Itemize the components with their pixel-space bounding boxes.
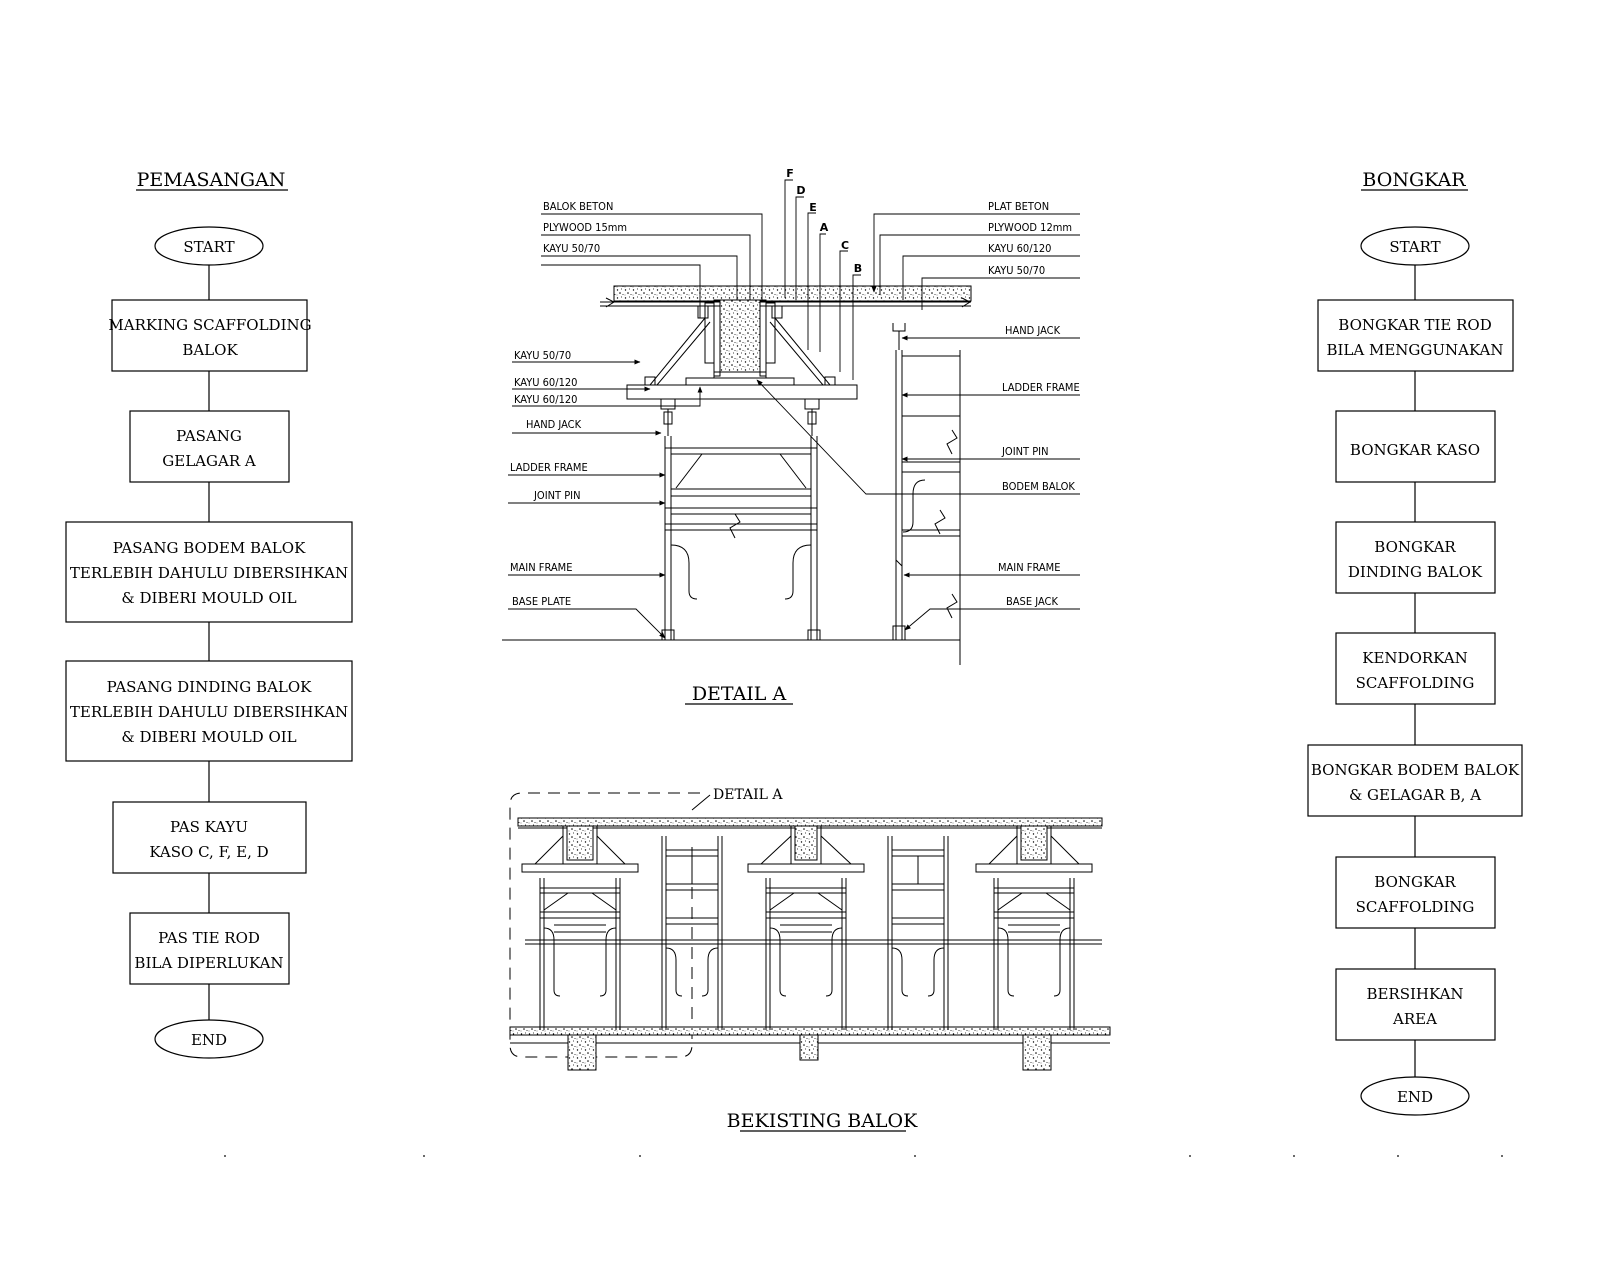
detail-a-section: F D E A C B BALOK BETON PLYWOOD 15mm KAY… [502, 167, 1080, 705]
label-hand-jack-right: HAND JACK [1005, 324, 1061, 337]
detail-a-callout: DETAIL A [713, 787, 783, 803]
concrete-beam [719, 299, 761, 373]
callout-letter-c: C [841, 239, 849, 252]
left-step-6 [129, 912, 290, 985]
right-step-3-line-2: DINDING BALOK [1348, 563, 1483, 581]
bekisting-ground [509, 1026, 1111, 1036]
installation-title: PEMASANGAN [137, 169, 286, 191]
label-kayu-60-120-b: KAYU 60/120 [514, 393, 577, 406]
left-step-2-line-2: GELAGAR A [162, 452, 256, 470]
right-end-terminal [1360, 1076, 1470, 1116]
detail-a-boundary [509, 792, 700, 1058]
label-main-frame-left: MAIN FRAME [510, 561, 572, 574]
callout-letter-a: A [820, 221, 829, 234]
beam-formwork-unit-2 [747, 825, 865, 1030]
left-step-5-line-1: PAS KAYU [170, 818, 248, 836]
bekisting-title: BEKISTING BALOK [727, 1110, 918, 1132]
left-step-3-line-2: TERLEBIH DAHULU DIBERSIHKAN [70, 564, 348, 582]
label-kayu-50-70-right: KAYU 50/70 [988, 264, 1045, 277]
left-step-4-line-1: PASANG DINDING BALOK [107, 678, 313, 696]
right-step-1 [1317, 299, 1514, 372]
left-step-2-line-1: PASANG [176, 427, 242, 445]
right-step-4-line-1: KENDORKAN [1362, 649, 1467, 667]
left-step-1 [111, 299, 308, 372]
right-step-6-line-1: BONGKAR [1374, 873, 1456, 891]
right-step-1-line-1: BONGKAR TIE ROD [1338, 316, 1491, 334]
dismantling-title: BONGKAR [1362, 169, 1466, 191]
callout-letter-b: B [854, 262, 862, 275]
hand-jack-right [804, 399, 820, 436]
callout-letter-e: E [809, 201, 817, 214]
label-kayu-60-120-right: KAYU 60/120 [988, 242, 1051, 255]
right-step-4 [1335, 632, 1496, 705]
left-step-3-line-1: PASANG BODEM BALOK [113, 539, 306, 557]
label-hand-jack-left: HAND JACK [526, 418, 582, 431]
detail-a-title: DETAIL A [692, 683, 787, 705]
label-plywood-12mm: PLYWOOD 12mm [988, 221, 1072, 234]
installation-flowchart: PEMASANGAN START MARKING SCAFFOLDING BAL… [65, 169, 353, 1059]
hand-jack-left [660, 399, 676, 436]
left-end-label: END [191, 1031, 227, 1049]
callout-letter-d: D [796, 184, 805, 197]
left-step-5 [112, 801, 307, 874]
left-step-1-line-1: MARKING SCAFFOLDING [108, 316, 311, 334]
right-step-2-line-1: BONGKAR KASO [1350, 441, 1480, 459]
right-step-5-line-1: BONGKAR BODEM BALOK [1311, 761, 1520, 779]
label-plat-beton: PLAT BETON [988, 200, 1049, 213]
label-base-jack: BASE JACK [1006, 595, 1058, 608]
right-step-3 [1335, 521, 1496, 594]
left-step-4-line-3: & DIBERI MOULD OIL [121, 728, 296, 746]
right-step-4-line-2: SCAFFOLDING [1356, 674, 1475, 692]
label-main-frame-right: MAIN FRAME [998, 561, 1060, 574]
label-kayu-50-70-top: KAYU 50/70 [543, 242, 600, 255]
left-step-5-line-2: KASO C, F, E, D [149, 843, 268, 861]
left-step-4-line-2: TERLEBIH DAHULU DIBERSIHKAN [70, 703, 348, 721]
label-joint-pin-right: JOINT PIN [1001, 445, 1049, 458]
right-step-7-line-2: AREA [1392, 1010, 1437, 1028]
right-start-label: START [1389, 238, 1440, 256]
left-step-1-line-2: BALOK [182, 341, 238, 359]
right-step-5-line-2: & GELAGAR B, A [1349, 786, 1481, 804]
label-base-plate: BASE PLATE [512, 595, 571, 608]
ledger-timber [626, 384, 858, 400]
label-bodem-balok: BODEM BALOK [1002, 480, 1075, 493]
label-joint-pin-left: JOINT PIN [533, 489, 581, 502]
label-kayu-60-120-a: KAYU 60/120 [514, 376, 577, 389]
label-plywood-15mm: PLYWOOD 15mm [543, 221, 627, 234]
right-step-3-line-1: BONGKAR [1374, 538, 1456, 556]
bekisting-balok-section: DETAIL A [509, 787, 1111, 1071]
beam-formwork-unit-1 [521, 825, 639, 1030]
label-ladder-frame-left: LADDER FRAME [510, 461, 588, 474]
right-step-7-line-1: BERSIHKAN [1366, 985, 1463, 1003]
callout-letter-f: F [786, 167, 794, 180]
dismantling-flowchart: BONGKAR START BONGKAR TIE ROD BILA MENGG… [1307, 169, 1523, 1116]
beam-formwork-unit-3 [975, 825, 1093, 1030]
ladder-frame-left-tower [661, 436, 821, 641]
label-ladder-frame-right: LADDER FRAME [1002, 381, 1080, 394]
scaffold-tower-2 [887, 836, 949, 1030]
right-step-7 [1335, 968, 1496, 1041]
left-step-3-line-3: & DIBERI MOULD OIL [121, 589, 296, 607]
right-end-label: END [1397, 1088, 1433, 1106]
left-end-terminal [154, 1019, 264, 1059]
bekisting-slab [517, 817, 1103, 827]
label-balok-beton: BALOK BETON [543, 200, 613, 213]
concrete-slab [613, 285, 972, 302]
label-kayu-50-70: KAYU 50/70 [514, 349, 571, 362]
left-start-label: START [183, 238, 234, 256]
left-step-6-line-2: BILA DIPERLUKAN [134, 954, 283, 972]
right-step-1-line-2: BILA MENGGUNAKAN [1326, 341, 1503, 359]
left-step-6-line-1: PAS TIE ROD [158, 929, 260, 947]
left-step-2 [129, 410, 290, 483]
scaffold-tower-1 [661, 836, 723, 1030]
ladder-frame-right-tower [892, 323, 961, 665]
right-step-6 [1335, 856, 1496, 929]
right-step-6-line-2: SCAFFOLDING [1356, 898, 1475, 916]
right-step-5 [1307, 744, 1523, 817]
